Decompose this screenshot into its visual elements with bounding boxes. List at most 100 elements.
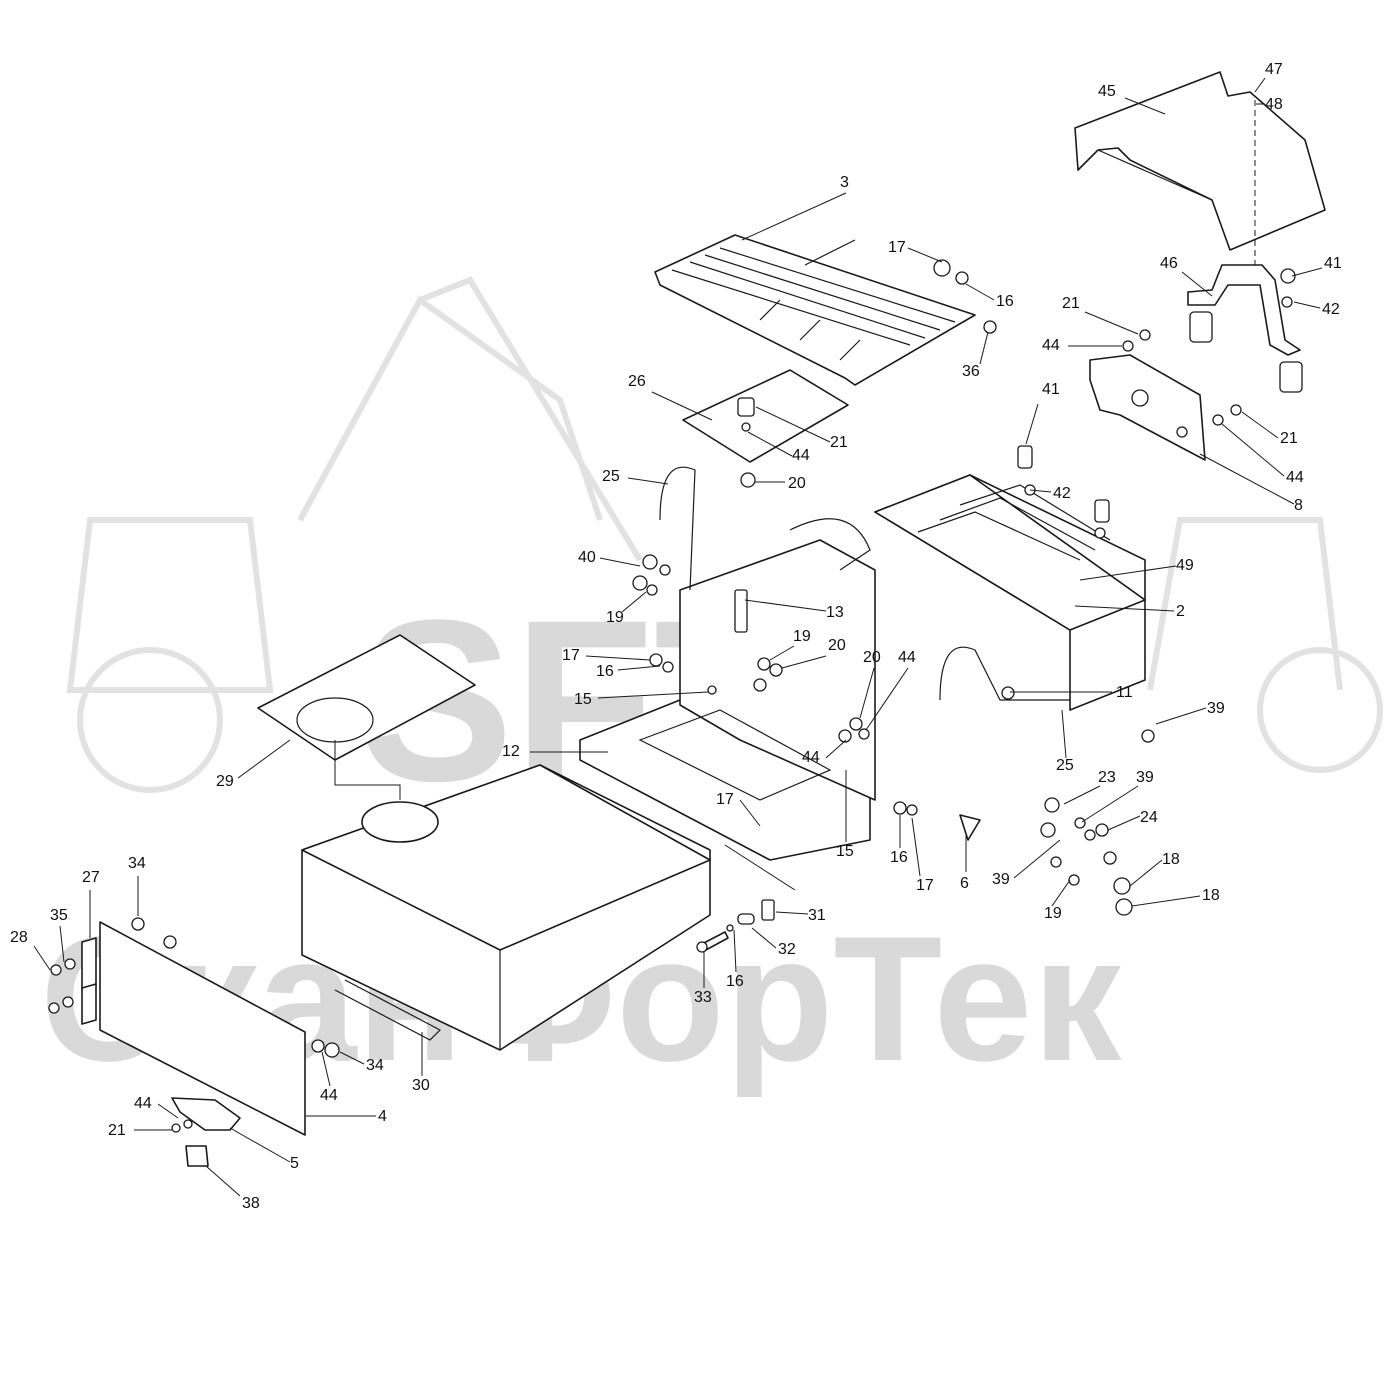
callout-c42b: 42: [1053, 485, 1071, 502]
leader-c18b: [1131, 895, 1201, 907]
leader-c49: [1079, 565, 1177, 581]
leader-c21b: [755, 406, 831, 443]
callout-c19a: 19: [606, 609, 624, 626]
callout-c47: 47: [1265, 61, 1283, 78]
callout-c30: 30: [412, 1077, 430, 1094]
callout-c16a: 16: [996, 293, 1014, 310]
bolt-set: [696, 844, 796, 953]
leader-c17a: [907, 247, 943, 263]
callout-c24: 24: [1140, 809, 1158, 826]
callout-c20b: 20: [828, 637, 846, 654]
leader-c19a: [621, 591, 647, 613]
leader-c44d: [865, 667, 909, 731]
leader-c44c: [1221, 423, 1285, 477]
leader-c23: [1063, 785, 1101, 805]
leader-c8: [1199, 453, 1295, 505]
callout-c19c: 19: [1044, 905, 1062, 922]
leader-c35: [59, 925, 65, 963]
leader-c45: [1124, 97, 1166, 115]
callout-c12: 12: [502, 743, 520, 760]
leader-c47: [1254, 77, 1266, 93]
callout-c21a: 21: [1062, 295, 1080, 312]
callout-c44f: 44: [320, 1087, 338, 1104]
leader-c24: [1107, 815, 1141, 831]
callout-c26: 26: [628, 373, 646, 390]
frame-hardware: [632, 472, 1155, 841]
callout-c3: 3: [840, 174, 849, 191]
leader-c25b: [1061, 709, 1067, 759]
callout-c29: 29: [216, 773, 234, 790]
callout-c41b: 41: [1042, 381, 1060, 398]
leader-c39c: [1013, 839, 1061, 879]
callout-c32: 32: [778, 941, 796, 958]
callout-c39a: 39: [1207, 700, 1225, 717]
leader-c42b: [1029, 489, 1052, 493]
callout-c21c: 21: [1280, 430, 1298, 447]
mount-bracket: [1187, 264, 1303, 393]
bracket-plate: [1089, 329, 1242, 461]
callout-c39c: 39: [992, 871, 1010, 888]
leader-c3: [741, 192, 847, 241]
callout-c45: 45: [1098, 83, 1116, 100]
leader-c19c: [1051, 879, 1071, 907]
callout-c15a: 15: [574, 691, 592, 708]
leader-c25a: [627, 477, 669, 485]
gasket-sheet: [257, 634, 476, 800]
callout-c31: 31: [808, 907, 826, 924]
callout-c23: 23: [1098, 769, 1116, 786]
callout-c34b: 34: [366, 1057, 384, 1074]
callout-c17d: 17: [916, 877, 934, 894]
leader-c29: [237, 739, 291, 779]
leader-c44b: [747, 431, 793, 457]
side-panel: [48, 917, 340, 1136]
callout-c44e: 44: [802, 749, 820, 766]
leader-c16a: [965, 283, 995, 301]
callout-c16c: 16: [890, 849, 908, 866]
step-grate: [654, 234, 997, 386]
callout-c4: 4: [378, 1108, 387, 1125]
callout-c35: 35: [50, 907, 68, 924]
leader-c20b: [781, 655, 827, 669]
leader-c44e: [825, 739, 847, 759]
leader-c40: [599, 557, 641, 567]
battery-box: [874, 445, 1146, 711]
callout-c25b: 25: [1056, 757, 1074, 774]
callout-c46: 46: [1160, 255, 1178, 272]
leader-c34b: [339, 1051, 365, 1065]
callout-c20c: 20: [863, 649, 881, 666]
leader-c39a: [1155, 707, 1207, 725]
callout-c18a: 18: [1162, 851, 1180, 868]
callout-c17b: 17: [562, 647, 580, 664]
callout-c17a: 17: [888, 239, 906, 256]
plate: [682, 369, 849, 463]
leader-c38: [205, 1165, 241, 1197]
callout-c6: 6: [960, 875, 969, 892]
leader-c16d: [733, 929, 737, 973]
leader-c13: [744, 599, 827, 612]
callout-c33: 33: [694, 989, 712, 1006]
callout-c36: 36: [962, 363, 980, 380]
callout-c49: 49: [1176, 557, 1194, 574]
leader-c44f: [321, 1051, 331, 1087]
callout-c13: 13: [826, 604, 844, 621]
callout-c20a: 20: [788, 475, 806, 492]
leader-c36: [979, 331, 989, 365]
leader-c26: [651, 391, 713, 421]
leader-c18a: [1129, 859, 1163, 887]
callout-c17c: 17: [716, 791, 734, 808]
leader-c5: [229, 1127, 291, 1163]
callout-c44d: 44: [898, 649, 916, 666]
leader-c17c: [739, 799, 761, 827]
callout-c18b: 18: [1202, 887, 1220, 904]
leader-lines: [33, 77, 1323, 1197]
leader-c20c: [859, 667, 875, 719]
leader-c31: [775, 911, 809, 915]
fuel-tank: [301, 764, 711, 1051]
callout-c28: 28: [10, 929, 28, 946]
callout-c44b: 44: [792, 447, 810, 464]
callout-c21b: 21: [830, 434, 848, 451]
leader-c17d: [911, 817, 921, 877]
latch: [171, 1097, 241, 1167]
